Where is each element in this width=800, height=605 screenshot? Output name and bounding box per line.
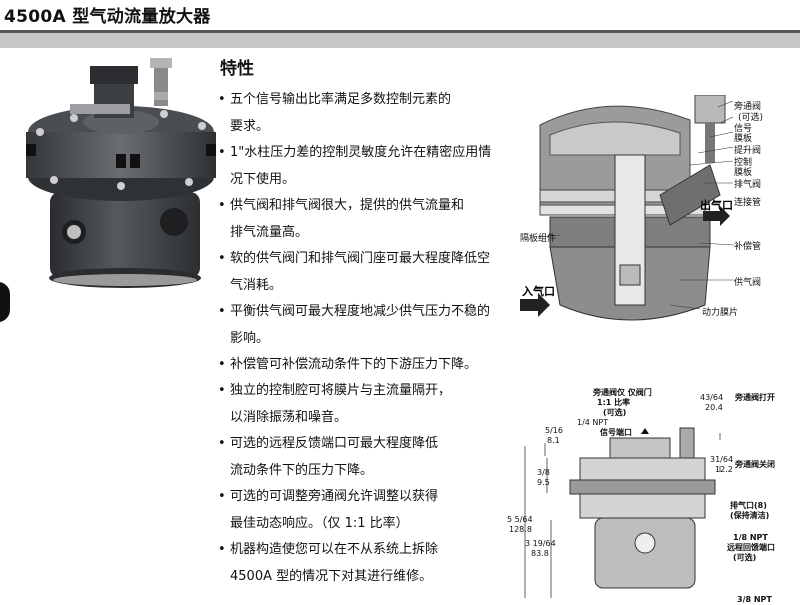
svg-text:旁通阀仅 仅阀门: 旁通阀仅 仅阀门 xyxy=(592,388,652,397)
product-photo xyxy=(26,58,216,288)
svg-text:旁通阀打开: 旁通阀打开 xyxy=(734,392,775,402)
svg-text:128.8: 128.8 xyxy=(509,525,532,534)
svg-text:(保持清洁): (保持清洁) xyxy=(730,510,769,520)
svg-text:(可选): (可选) xyxy=(733,552,756,562)
svg-text:连接管: 连接管 xyxy=(734,196,761,208)
svg-text:43/64: 43/64 xyxy=(700,393,723,402)
svg-text:1/8 NPT: 1/8 NPT xyxy=(733,533,768,542)
svg-text:远程回馈端口: 远程回馈端口 xyxy=(727,542,775,552)
svg-text:5/16: 5/16 xyxy=(545,426,563,435)
svg-text:8.1: 8.1 xyxy=(547,436,560,445)
svg-text:动力膜片: 动力膜片 xyxy=(702,306,738,318)
feature-item: 独立的控制腔可将膜片与主流量隔开，以消除振荡和噪音。 xyxy=(218,377,500,431)
svg-text:20.4: 20.4 xyxy=(705,403,723,412)
svg-text:9.5: 9.5 xyxy=(537,478,550,487)
svg-text:3/8: 3/8 xyxy=(537,468,550,477)
header-bar xyxy=(0,30,800,48)
header-bar-rule xyxy=(0,30,800,33)
svg-text:1/4 NPT: 1/4 NPT xyxy=(577,418,608,427)
svg-text:12.2: 12.2 xyxy=(715,465,733,474)
svg-text:膜板: 膜板 xyxy=(734,132,752,144)
cutaway-diagram: 旁通阀 (可选) 信号 膜板 提升阀 控制 膜板 排气阀 连接管 隔板组件 补偿… xyxy=(520,95,763,321)
svg-text:排气口(8): 排气口(8) xyxy=(730,500,767,510)
svg-text:膜板: 膜板 xyxy=(734,166,752,178)
page-title: 4500A 型气动流量放大器 xyxy=(4,7,211,27)
svg-text:信号: 信号 xyxy=(734,122,752,134)
svg-text:入气口: 入气口 xyxy=(522,284,555,298)
svg-text:旁通阀: 旁通阀 xyxy=(734,100,761,112)
svg-text:旁通阀关闭: 旁通阀关闭 xyxy=(734,459,775,469)
dimension-drawing: 旁通阀仅 仅阀门 1:1 比率 (可选) 旁通阀打开 旁通阀关闭 信号端口 排气… xyxy=(507,388,775,604)
svg-text:1:1 比率: 1:1 比率 xyxy=(597,397,630,407)
svg-text:3/8 NPT: 3/8 NPT xyxy=(737,595,772,604)
svg-text:提升阀: 提升阀 xyxy=(734,145,761,156)
svg-text:控制: 控制 xyxy=(734,156,752,168)
svg-text:排气阀: 排气阀 xyxy=(734,178,761,190)
feature-item: 补偿管可补偿流动条件下的下游压力下降。 xyxy=(218,351,500,378)
svg-text:5 5/64: 5 5/64 xyxy=(507,515,533,524)
svg-text:31/64: 31/64 xyxy=(710,455,733,464)
svg-text:83.8: 83.8 xyxy=(531,549,549,558)
svg-text:出气口: 出气口 xyxy=(700,198,733,212)
svg-text:供气阀: 供气阀 xyxy=(734,276,761,288)
svg-text:3 19/64: 3 19/64 xyxy=(525,539,556,548)
svg-text:信号端口: 信号端口 xyxy=(600,427,632,437)
svg-text:(可选): (可选) xyxy=(738,111,763,123)
page-edge-tab xyxy=(0,282,10,322)
features-heading: 特性 xyxy=(220,59,254,79)
svg-text:(可选): (可选) xyxy=(603,407,626,417)
svg-text:补偿管: 补偿管 xyxy=(734,240,761,252)
svg-text:隔板组件: 隔板组件 xyxy=(520,232,556,244)
